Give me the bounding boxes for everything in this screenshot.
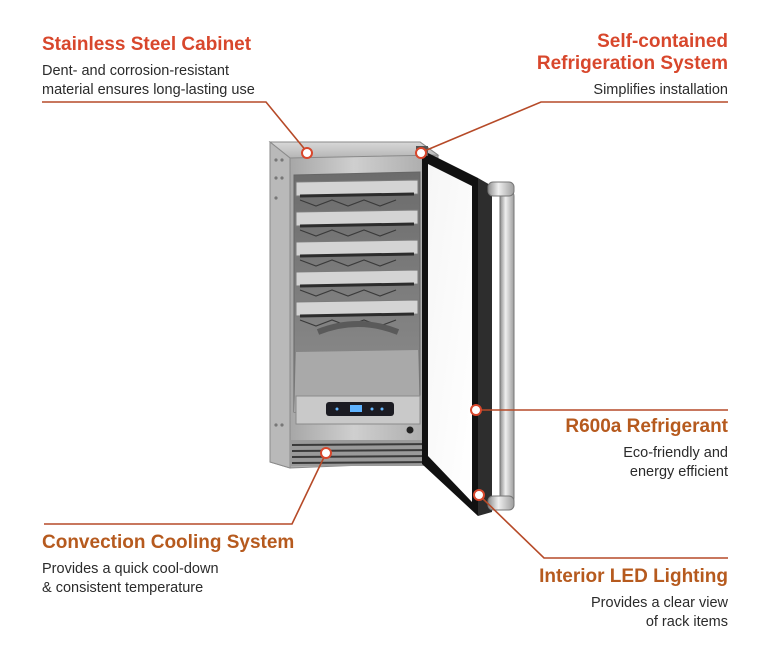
leader-dot-icon — [470, 404, 482, 416]
leader-dot-icon — [320, 447, 332, 459]
toe-kick-grille — [290, 440, 438, 466]
callout-convection-cooling: Convection Cooling System Provides a qui… — [42, 532, 294, 598]
glass-door — [416, 146, 515, 516]
callout-title: R600a Refrigerant — [565, 416, 728, 437]
leader-lines — [42, 101, 728, 559]
callout-description: Provides a quick cool-down & consistent … — [42, 561, 219, 596]
leader-dot-icon — [301, 147, 313, 159]
callout-stainless-steel-cabinet: Stainless Steel Cabinet Dent- and corros… — [42, 34, 255, 100]
callout-description: Simplifies installation — [593, 82, 728, 98]
callout-description: Dent- and corrosion-resistant material e… — [42, 63, 255, 98]
callout-description: Eco-friendly and energy efficient — [623, 445, 728, 480]
door-handle — [499, 189, 515, 505]
callout-description: Provides a clear view of rack items — [591, 595, 728, 630]
callout-interior-led-lighting: Interior LED Lighting Provides a clear v… — [539, 566, 728, 632]
callout-refrigeration-system: Self-contained Refrigeration System Simp… — [537, 31, 728, 100]
callout-title: Self-contained Refrigeration System — [536, 31, 728, 74]
cabinet — [268, 140, 440, 469]
callout-title: Interior LED Lighting — [539, 566, 728, 587]
leader-dot-icon — [415, 147, 427, 159]
leader-dot-icon — [473, 489, 485, 501]
lock-icon — [406, 426, 414, 434]
callout-title: Stainless Steel Cabinet — [42, 34, 252, 55]
wine-racks — [295, 179, 419, 335]
callout-r600a-refrigerant: R600a Refrigerant Eco-friendly and energ… — [565, 416, 728, 482]
callout-title: Convection Cooling System — [42, 532, 295, 553]
